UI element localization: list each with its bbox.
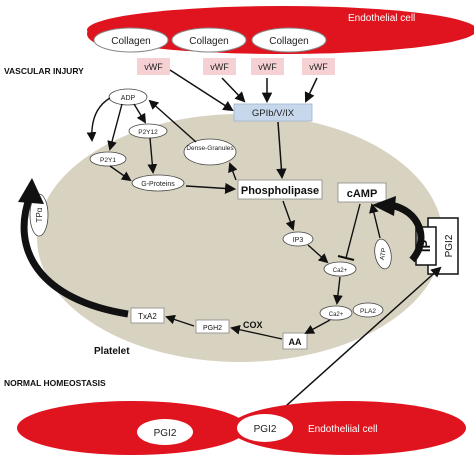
platelet-label: Platelet [94, 346, 130, 357]
bottom-endothelial-cell-right [230, 401, 466, 455]
vwf-box-1 [137, 58, 170, 75]
camp-label: cAMP [347, 188, 378, 200]
ip3-label: IP3 [293, 237, 304, 244]
txa2-label: TxA2 [138, 312, 157, 321]
g-proteins-oval [131, 174, 185, 192]
gpib-receptor [233, 103, 313, 122]
arrow-p2y12-gproteins [147, 137, 158, 174]
inhibit-camp-ca-bar [337, 255, 355, 261]
collagen-oval-3 [251, 27, 327, 53]
ca-upper-label: Ca2+ [333, 268, 348, 274]
vwf-label-3: vWF [258, 62, 277, 72]
collagen-label-3: Collagen [269, 36, 308, 47]
arrow-p2y1-gproteins [109, 165, 132, 182]
pgi2-receptor-label: PGI2 [444, 234, 455, 257]
pgi2-label-2: PGI2 [254, 424, 277, 435]
pgi2-oval-2 [237, 414, 293, 442]
arrow-vwf1-receptor [169, 69, 234, 112]
vwf-label-4: vWF [309, 62, 328, 72]
ip3-oval [282, 231, 314, 247]
arrow-ip3-ca [307, 244, 329, 264]
arrow-vwf2-receptor [221, 77, 246, 103]
platelet-body [37, 114, 443, 362]
arrow-ca-ca [333, 276, 343, 305]
arrow-vwf4-receptor [304, 77, 318, 103]
pgi2-oval-1 [137, 419, 193, 445]
p2y12-label: P2Y12 [138, 129, 158, 136]
pla2-label: PLA2 [360, 308, 376, 315]
inhibit-camp-ca [345, 203, 361, 259]
vascular-injury-label: VASCULAR INJURY [4, 66, 84, 76]
normal-homeostasis-label: NORMAL HOMEOSTASIS [4, 378, 106, 388]
aa-box [282, 332, 308, 350]
arrow-atp-camp [369, 203, 381, 239]
top-endothelial-cell-label: Endothelial cell [348, 13, 415, 24]
bottom-endothelial-cell-left [17, 401, 247, 455]
ca-lower-oval [319, 305, 353, 321]
arrow-granules-adp [148, 99, 197, 143]
cox-label: COX [243, 320, 263, 330]
arrow-ca-aa [304, 319, 331, 334]
gpib-receptor-label: GPIb/V/IX [252, 108, 295, 119]
bottom-endothelial-cell-label: Endotheliial cell [308, 424, 378, 435]
arrow-aa-pgh2 [230, 324, 283, 340]
adp-oval [108, 88, 148, 106]
arrow-txa2-tpa [20, 194, 129, 318]
vwf-box-4 [302, 58, 335, 75]
p2y1-label: P2Y1 [100, 157, 116, 164]
phospholipase-label: Phospholipase [241, 185, 319, 197]
tpa-label: TPα [35, 207, 44, 222]
arrow-adp-p2y12 [133, 103, 147, 124]
collagen-label-2: Collagen [189, 36, 228, 47]
dense-granules-label: Dense-Granules [186, 145, 234, 152]
atp-label: ATP [379, 247, 388, 260]
g-proteins-label: G-Proteins [141, 181, 175, 188]
arrow-adp-loop [86, 97, 111, 142]
vwf-label-1: vWF [144, 62, 163, 72]
ca-lower-label: Ca2+ [329, 312, 344, 318]
arrow-phospholipase-granules [228, 162, 238, 181]
p2y1-oval [89, 151, 127, 167]
ca-upper-oval [323, 261, 357, 277]
dense-granules-oval [183, 138, 237, 166]
arrow-gproteins-phospholipase [185, 182, 237, 195]
collagen-oval-2 [171, 27, 247, 53]
pla2-oval [352, 302, 384, 318]
vwf-label-2: vWF [210, 62, 229, 72]
arrow-ip-atp-head [372, 196, 396, 216]
collagen-label-1: Collagen [111, 36, 150, 47]
collagen-oval-1 [93, 27, 169, 53]
adp-label: ADP [121, 95, 136, 102]
txa2-box [130, 307, 165, 324]
arrow-phospholipase-ip3 [282, 200, 295, 231]
atp-oval [374, 238, 392, 270]
arrow-adp-p2y1 [107, 103, 123, 151]
camp-box [337, 182, 387, 203]
arrow-ip-atp [389, 201, 425, 263]
dense-granules-text: Dense-Granules [186, 145, 234, 152]
arrow-pgi2-receptor [267, 266, 442, 423]
vwf-box-2 [203, 58, 236, 75]
pgh2-box [195, 319, 230, 334]
arrow-txa2-tpa-head [18, 178, 44, 204]
arrow-receptor-phospholipase [276, 121, 287, 180]
vwf-box-3 [251, 58, 284, 75]
p2y12-oval [128, 123, 168, 139]
phospholipase-box [237, 179, 323, 200]
pgh2-label: PGH2 [203, 325, 222, 332]
pgi2-label-1: PGI2 [154, 428, 177, 439]
arrow-pgh2-txa2 [165, 314, 195, 327]
aa-label: AA [289, 337, 302, 347]
